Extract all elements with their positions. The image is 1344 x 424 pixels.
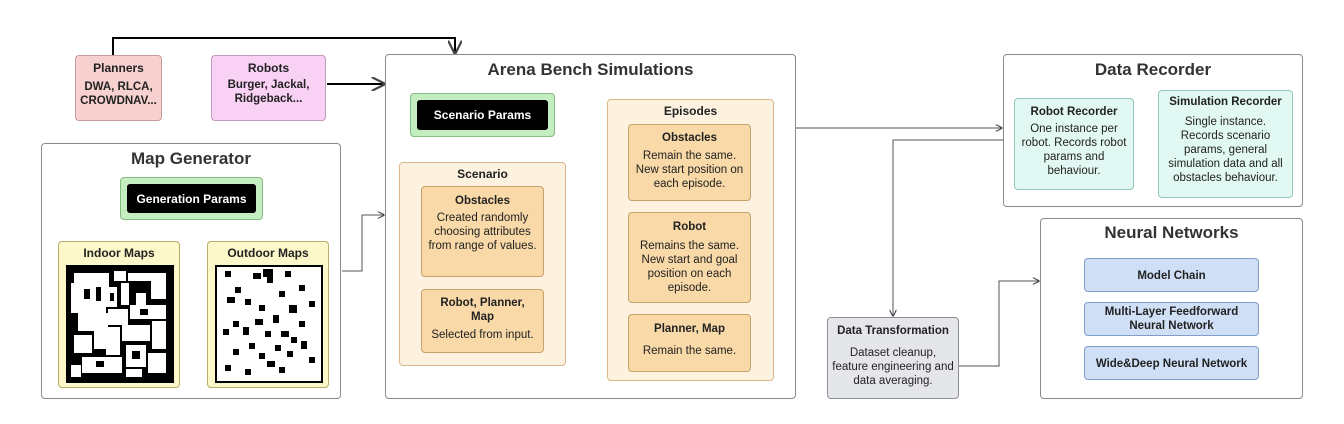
mlff-box: Multi-Layer Feedforward Neural Network — [1084, 302, 1259, 336]
neural-networks-title: Neural Networks — [1104, 223, 1239, 242]
simulation-recorder-box: Simulation Recorder Single instance. Rec… — [1158, 90, 1293, 198]
episodes-robot-title: Robot — [672, 221, 707, 233]
arrow-transformation-to-nn — [959, 281, 1039, 367]
scenario-obstacles-body: Created randomly choosing attributes fro… — [428, 212, 537, 252]
episodes-robot-box: Robot Remains the same. New start and go… — [628, 212, 751, 303]
scenario-params-box: Scenario Params — [410, 93, 555, 137]
scenario-title: Scenario — [457, 167, 508, 181]
episodes-obstacles-title: Obstacles — [662, 132, 717, 144]
map-generator-title: Map Generator — [131, 149, 251, 168]
data-recorder-title: Data Recorder — [1094, 60, 1212, 79]
robots-box: Robots Burger, Jackal, Ridgeback... — [211, 55, 326, 121]
model-chain-box: Model Chain — [1084, 258, 1259, 292]
scenario-rpm-body: Selected from input. — [431, 329, 534, 341]
robots-body: Burger, Jackal, Ridgeback... — [227, 79, 310, 105]
data-transformation-box: Data Transformation Dataset cleanup, fea… — [827, 317, 959, 399]
generation-params-label: Generation Params — [127, 184, 256, 213]
wide-deep-label: Wide&Deep Neural Network — [1095, 358, 1248, 370]
episodes-obstacles-body: Remain the same. New start position on e… — [635, 150, 744, 190]
indoor-map-image — [66, 265, 174, 383]
planners-body: DWA, RLCA, CROWDNAV... — [80, 81, 157, 107]
generation-params-box: Generation Params — [120, 177, 263, 220]
arrow-planners-to-arena — [112, 37, 455, 55]
outdoor-maps-title: Outdoor Maps — [227, 246, 309, 260]
episodes-pm-body: Remain the same. — [642, 345, 737, 357]
data-transformation-title: Data Transformation — [837, 325, 949, 337]
arrow-recorder-to-transformation — [893, 139, 1013, 316]
data-transformation-body: Dataset cleanup, feature engineering and… — [832, 347, 954, 387]
robot-recorder-box: Robot Recorder One instance per robot. R… — [1014, 98, 1134, 190]
robot-recorder-body: One instance per robot. Records robot pa… — [1021, 123, 1127, 177]
wide-deep-box: Wide&Deep Neural Network — [1084, 346, 1259, 380]
simulation-recorder-body: Single instance. Records scenario params… — [1168, 116, 1283, 184]
simulation-recorder-title: Simulation Recorder — [1169, 96, 1282, 108]
episodes-pm-title: Planner, Map — [654, 323, 725, 335]
indoor-maps-title: Indoor Maps — [83, 246, 155, 260]
scenario-rpm-box: Robot, Planner, Map Selected from input. — [421, 289, 544, 353]
scenario-obstacles-title: Obstacles — [455, 195, 510, 207]
robot-recorder-title: Robot Recorder — [1030, 106, 1118, 118]
outdoor-map-image — [215, 265, 323, 383]
planners-title: Planners — [93, 61, 144, 75]
arena-title: Arena Bench Simulations — [487, 60, 694, 79]
episodes-title: Episodes — [663, 104, 718, 118]
episodes-robot-body: Remains the same. New start and goal pos… — [639, 240, 740, 294]
mlff-label: Multi-Layer Feedforward Neural Network — [1104, 306, 1239, 332]
planners-box: Planners DWA, RLCA, CROWDNAV... — [75, 55, 162, 121]
episodes-obstacles-box: Obstacles Remain the same. New start pos… — [628, 124, 751, 201]
indoor-maps-box: Indoor Maps — [58, 241, 180, 388]
scenario-obstacles-box: Obstacles Created randomly choosing attr… — [421, 186, 544, 277]
robots-title: Robots — [247, 61, 290, 75]
outdoor-maps-box: Outdoor Maps — [207, 241, 329, 388]
arrow-mapgen-to-arena — [342, 215, 384, 272]
scenario-params-label: Scenario Params — [417, 100, 548, 130]
model-chain-label: Model Chain — [1137, 270, 1206, 282]
scenario-rpm-title: Robot, Planner, Map — [440, 297, 525, 323]
episodes-pm-box: Planner, Map Remain the same. — [628, 314, 751, 372]
